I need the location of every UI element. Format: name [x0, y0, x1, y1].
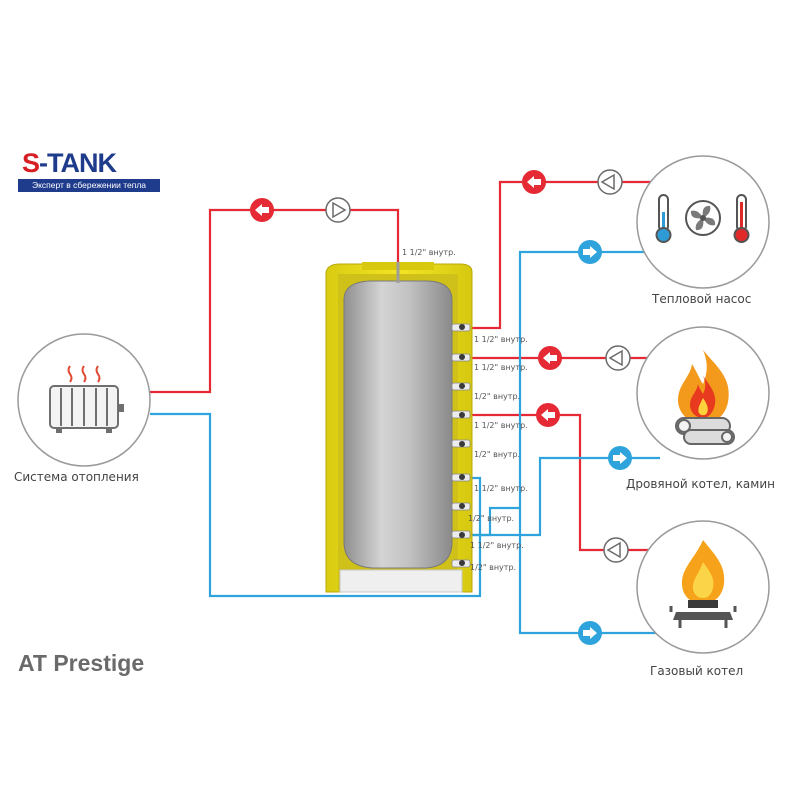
port-label-5: 1/2" внутр.	[474, 450, 521, 459]
wood-boiler-device	[636, 326, 770, 460]
storage-tank	[325, 262, 473, 593]
pump-icon	[325, 197, 351, 223]
arrow-left-icon	[538, 346, 562, 370]
gas-boiler-label: Газовый котел	[650, 664, 744, 678]
tank-floor	[339, 569, 463, 593]
heating-system-label: Система отопления	[14, 470, 139, 484]
port-label-6: 1 1/2" внутр.	[474, 484, 528, 493]
heat-pump-label: Тепловой насос	[652, 292, 752, 306]
pump-icon	[603, 537, 629, 563]
gas-flame-icon	[669, 540, 737, 628]
arrow-left-icon	[250, 198, 274, 222]
cold-pipes	[150, 250, 660, 635]
gas-boiler-device	[636, 520, 770, 654]
logo-brand-rest: -TANK	[39, 148, 117, 178]
s-tank-logo: S-TANK Эксперт в сбережении тепла	[14, 145, 164, 195]
logo-tagline: Эксперт в сбережении тепла	[18, 179, 160, 192]
fan-icon	[685, 200, 721, 236]
arrow-right-icon	[608, 446, 632, 470]
port-dots	[459, 324, 465, 566]
port-label-9: 1/2" внутр.	[470, 563, 517, 572]
thermometer-hot-icon	[733, 194, 750, 243]
fire-wood-icon	[675, 350, 735, 445]
arrow-right-icon	[578, 621, 602, 645]
wood-boiler-label: Дровяной котел, камин	[626, 477, 775, 491]
heat-pump-device	[636, 155, 770, 289]
logo-brand-prefix: S	[22, 148, 40, 178]
port-label-3: 1/2" внутр.	[474, 392, 521, 401]
radiator-icon	[49, 365, 124, 433]
pump-icon	[597, 169, 623, 195]
port-label-1: 1 1/2" внутр.	[474, 335, 528, 344]
port-label-2: 1 1/2" внутр.	[474, 363, 528, 372]
pump-icon	[605, 345, 631, 371]
heating-system-device	[17, 333, 151, 467]
port-label-4: 1 1/2" внутр.	[474, 421, 528, 430]
arrow-right-icon	[578, 240, 602, 264]
port-label-top: 1 1/2" внутр.	[402, 248, 456, 257]
port-label-7: 1/2" внутр.	[468, 514, 515, 523]
arrow-left-icon	[536, 403, 560, 427]
port-label-8: 1 1/2" внутр.	[470, 541, 524, 550]
product-title: AT Prestige	[18, 650, 145, 676]
tank-cylinder	[343, 280, 453, 569]
thermometer-cold-icon	[655, 194, 672, 243]
arrow-left-icon	[522, 170, 546, 194]
